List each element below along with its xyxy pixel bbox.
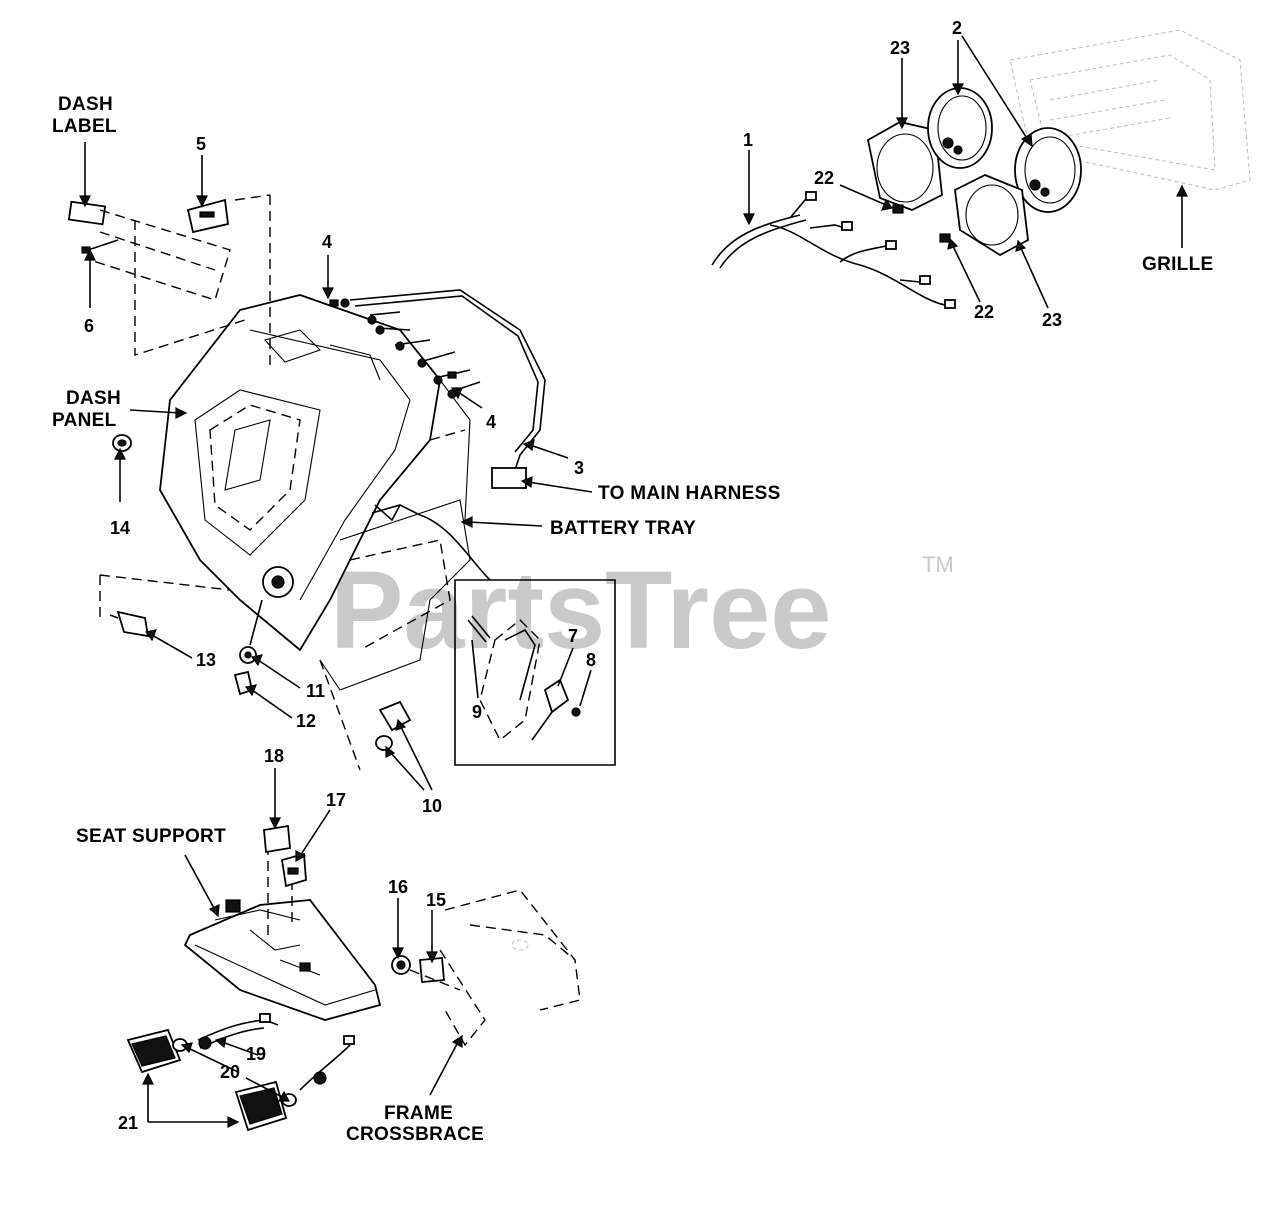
part-13-switch xyxy=(116,610,150,638)
headlight-harness xyxy=(711,191,956,309)
callout-14: 14 xyxy=(110,518,130,538)
label-dash-label-line2: LABEL xyxy=(52,116,117,137)
callout-23-lower: 23 xyxy=(1042,310,1062,330)
screw-22-lower xyxy=(939,233,951,243)
label-dash-label-line1: DASH xyxy=(58,94,113,115)
headlight-assembly xyxy=(866,87,1082,257)
callout-16: 16 xyxy=(388,877,408,897)
dash-harness xyxy=(329,289,546,489)
seat-support-drawing xyxy=(183,824,382,1021)
tail-light-assembly xyxy=(126,1013,355,1132)
headlight-lamp-right xyxy=(1014,127,1082,213)
harness-connector xyxy=(491,467,527,489)
callout-4-right: 4 xyxy=(486,412,496,432)
callout-22-lower: 22 xyxy=(974,302,994,322)
label-grille: GRILLE xyxy=(1142,254,1213,275)
watermark-tm: TM xyxy=(922,552,954,577)
watermark-text: PartsTree xyxy=(330,549,831,672)
callout-20: 20 xyxy=(220,1062,240,1082)
leader-lines xyxy=(79,35,1188,1128)
callout-17: 17 xyxy=(326,790,346,810)
callout-6: 6 xyxy=(84,316,94,336)
callout-19: 19 xyxy=(246,1044,266,1064)
callout-22-upper: 22 xyxy=(814,168,834,188)
label-frame-crossbrace-line2: CROSSBRACE xyxy=(346,1124,484,1145)
callout-7: 7 xyxy=(568,626,578,646)
label-dash-panel-line2: PANEL xyxy=(52,410,117,431)
label-dash-panel-line1: DASH xyxy=(66,388,121,409)
callout-18: 18 xyxy=(264,746,284,766)
callout-5: 5 xyxy=(196,134,206,154)
callout-15: 15 xyxy=(426,890,446,910)
label-to-main-harness: TO MAIN HARNESS xyxy=(598,483,781,504)
callout-11: 11 xyxy=(306,681,325,701)
frame-crossbrace-drawing xyxy=(391,889,581,1047)
screw-22-upper xyxy=(892,204,904,214)
seat-support-body xyxy=(183,899,382,1021)
small-parts-dash xyxy=(99,434,412,771)
label-frame-crossbrace-line1: FRAME xyxy=(384,1103,453,1124)
callout-10: 10 xyxy=(422,796,442,816)
callout-8: 8 xyxy=(586,650,596,670)
callout-4-top: 4 xyxy=(322,232,332,252)
part-18-relay xyxy=(263,824,291,854)
label-battery-tray: BATTERY TRAY xyxy=(550,518,696,539)
callout-1: 1 xyxy=(743,130,753,150)
part-8-nut xyxy=(571,707,581,717)
detail-box xyxy=(371,504,616,766)
dash-label-drawing xyxy=(67,198,231,301)
callout-13: 13 xyxy=(196,650,216,670)
callout-12: 12 xyxy=(296,711,316,731)
part-10-switch xyxy=(378,700,412,732)
callout-2: 2 xyxy=(952,18,962,38)
part-7-clip xyxy=(543,678,570,714)
callout-9: 9 xyxy=(472,702,482,722)
callout-21: 21 xyxy=(118,1113,138,1133)
callout-23-upper: 23 xyxy=(890,38,910,58)
label-seat-support: SEAT SUPPORT xyxy=(76,826,226,847)
dash-label-plate xyxy=(67,200,107,226)
labels: DASH LABEL DASH PANEL GRILLE TO MAIN HAR… xyxy=(52,18,1213,1145)
callout-3: 3 xyxy=(574,458,584,478)
